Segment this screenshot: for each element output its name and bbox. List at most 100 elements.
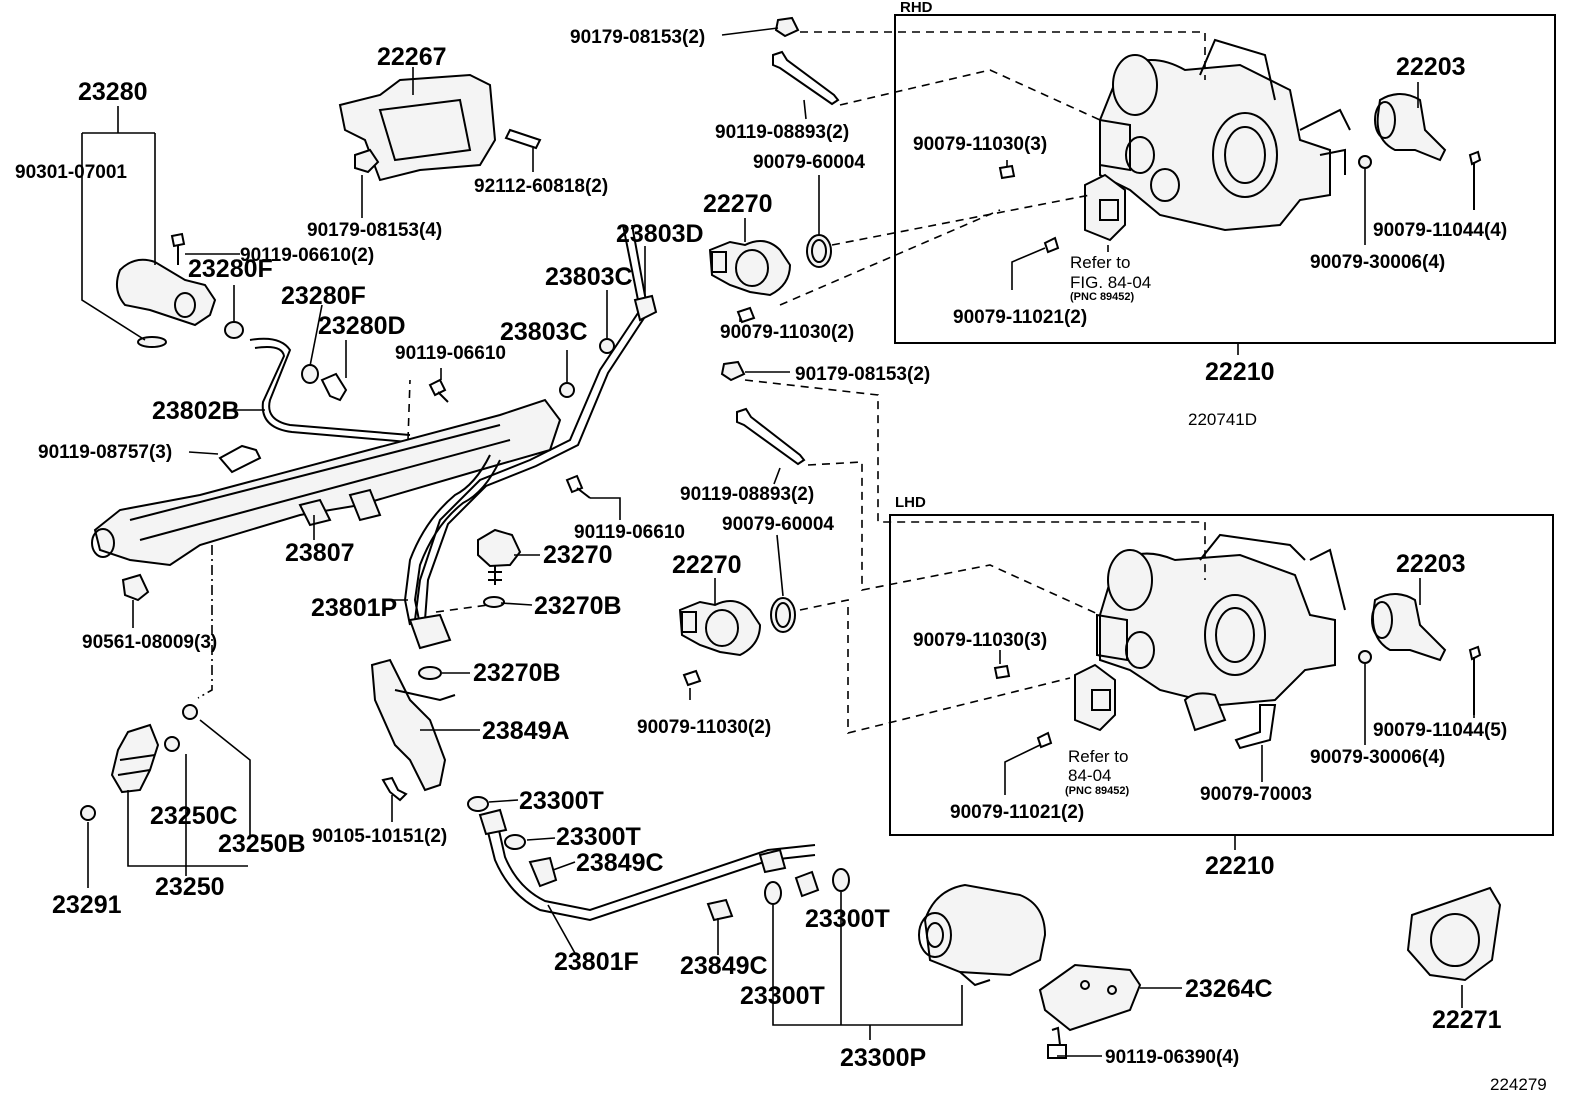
rhd-gasket-icon (1358, 155, 1372, 169)
label-22267: 22267 (377, 43, 447, 71)
label-23849c-1: 23849C (576, 849, 664, 877)
rhd-section-box (894, 14, 1556, 344)
injector-23250 (110, 723, 160, 794)
lhd-label-90179-08153: 90179-08153(2) (795, 364, 930, 385)
label-90119-06390: 90119-06390(4) (1105, 1047, 1239, 1068)
throttle-body-gasket-22271 (1406, 886, 1502, 982)
rhd-label-90079-30006: 90079-30006(4) (1310, 252, 1445, 273)
lhd-sensor-screw-icon (682, 669, 702, 687)
label-23803c-2: 23803C (500, 318, 588, 346)
label-23280f-a: 23280F (188, 255, 273, 283)
label-92112-60818: 92112-60818(2) (474, 176, 608, 197)
gasket-23300t-4-icon (832, 868, 850, 892)
label-23801p: 23801P (311, 594, 397, 622)
delivery-pipe-23807 (91, 398, 562, 567)
clamp-23849a (370, 658, 456, 792)
label-90561-08009: 90561-08009(3) (82, 632, 217, 653)
lhd-refer-pnc: (PNC 89452) (1065, 785, 1130, 797)
insulator-icon (121, 573, 150, 602)
label-23802b: 23802B (152, 397, 240, 425)
rhd-sensor-22270 (708, 240, 792, 297)
label-23280f-b: 23280F (281, 282, 366, 310)
label-23300t-2: 23300T (556, 823, 641, 851)
lhd-label-22210: 22210 (1205, 852, 1275, 880)
leader-lines (81, 27, 1475, 1057)
union-23849c-2-icon (706, 898, 734, 922)
bracket-nut-icon (354, 148, 380, 174)
fuel-filter-23300p (918, 883, 1047, 987)
lhd-refer-line2: 84-04 (1068, 766, 1111, 785)
rhd-refer-line2: FIG. 84-04 (1070, 273, 1151, 292)
filter-bolt-icon (1047, 1026, 1067, 1059)
rhd-long-bolt-icon (772, 50, 840, 106)
gasket-23300t-2-icon (504, 834, 526, 850)
rhd-label-90079-11030-3: 90079-11030(3) (913, 134, 1047, 155)
gasket-23300t-3-icon (764, 881, 782, 905)
pulsation-damper-23270 (477, 528, 522, 585)
label-90119-06610-a: 90119-06610 (395, 343, 506, 364)
label-90119-06610-2: 90119-06610(2) (240, 245, 374, 266)
lhd-section-box (889, 514, 1554, 836)
label-23270b-2: 23270B (473, 659, 561, 687)
rhd-refer-line1: Refer to (1070, 253, 1130, 272)
rhd-label-90079-11044: 90079-11044(4) (1373, 220, 1507, 241)
rhd-label-90179-08153: 90179-08153(2) (570, 27, 705, 48)
lhd-nut-icon (720, 360, 746, 382)
label-23300t-3: 23300T (740, 982, 825, 1010)
label-23801f: 23801F (554, 948, 639, 976)
rhd-tps-screw-icon (1043, 236, 1060, 254)
pipe-bolt-2-icon (565, 474, 591, 499)
gasket-23280f-2-icon (301, 364, 319, 384)
label-23803d: 23803D (616, 220, 704, 248)
label-23280: 23280 (78, 78, 148, 106)
label-23270b-1: 23270B (534, 592, 622, 620)
lhd-label-90119-08893: 90119-08893(2) (680, 484, 814, 505)
lhd-tps-screw-icon (1036, 731, 1053, 749)
lhd-refer-line1: Refer to (1068, 747, 1128, 766)
label-23280d: 23280D (318, 312, 406, 340)
lhd-label-90079-11044: 90079-11044(5) (1373, 720, 1507, 741)
o-ring-23250c-icon (164, 736, 180, 752)
rhd-isc-valve (1374, 93, 1447, 162)
diagram-id-bottom: 224279 (1490, 1075, 1547, 1094)
rhd-section-label: RHD (900, 0, 933, 16)
lhd-label-90079-30006: 90079-30006(4) (1310, 747, 1445, 768)
label-23250: 23250 (155, 873, 225, 901)
gasket-23300t-1-icon (467, 796, 489, 812)
label-90301-07001: 90301-07001 (15, 162, 127, 183)
label-23270: 23270 (543, 541, 613, 569)
label-23291: 23291 (52, 891, 122, 919)
rhd-label-90079-60004: 90079-60004 (753, 152, 865, 173)
lhd-label-90079-11030-2: 90079-11030(2) (637, 717, 771, 738)
lhd-isc-valve (1371, 593, 1447, 662)
rail-bolt-icon (218, 444, 262, 474)
lhd-section-label: LHD (895, 494, 926, 511)
clamp-bolt-icon (381, 776, 408, 802)
rhd-label-90119-08893: 90119-08893(2) (715, 122, 849, 143)
bracket-22267 (338, 73, 497, 182)
label-90105-10151: 90105-10151(2) (312, 826, 447, 847)
filter-bracket-23264c (1038, 963, 1142, 1032)
grommet-23291-icon (80, 805, 96, 821)
rhd-refer-pnc: (PNC 89452) (1070, 291, 1135, 303)
label-23803c-1: 23803C (545, 263, 633, 291)
lhd-label-22270: 22270 (672, 551, 742, 579)
lhd-sensor-22270 (678, 600, 762, 657)
lhd-gasket-icon (1358, 650, 1372, 664)
label-23264c: 23264C (1185, 975, 1273, 1003)
label-90119-06610-b: 90119-06610 (574, 522, 685, 543)
lhd-isc-screw-icon (1468, 645, 1482, 715)
label-23250b: 23250B (218, 830, 306, 858)
pipe-23802b (249, 337, 411, 436)
label-23300p: 23300P (840, 1044, 926, 1072)
union-23803d-icon (633, 294, 658, 322)
lhd-body-screw-icon (993, 664, 1011, 680)
union-fitting-icon (794, 870, 820, 898)
o-ring-23250b-icon (182, 704, 198, 720)
gasket-23280f-1-icon (224, 321, 244, 339)
label-23300t-4: 23300T (805, 905, 890, 933)
lhd-label-90079-11021: 90079-11021(2) (950, 802, 1084, 823)
fuel-line-upper (414, 224, 642, 621)
rhd-label-22210: 22210 (1205, 358, 1275, 386)
